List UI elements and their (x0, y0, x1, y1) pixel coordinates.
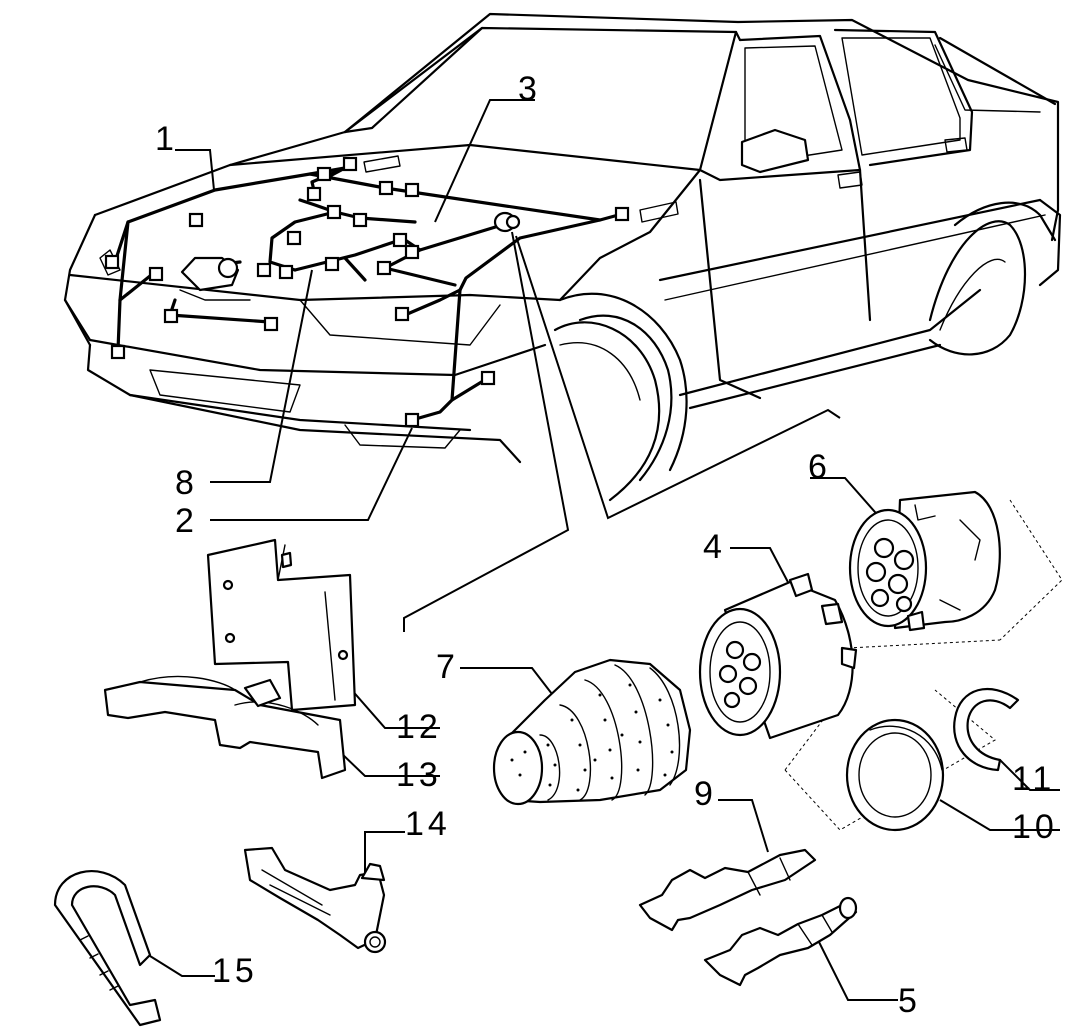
callout-labels: 1 2 3 4 5 6 7 8 9 10 11 12 13 14 15 (155, 70, 1058, 1020)
wiring-harness-icon (104, 156, 630, 428)
terminal-pin-icon (703, 896, 858, 987)
multi-pin-socket-icon (848, 490, 1001, 632)
callout-13: 13 (396, 756, 442, 794)
callout-11: 11 (1012, 760, 1055, 798)
callout-14: 14 (405, 805, 451, 843)
callout-1: 1 (155, 120, 178, 158)
cable-tie-icon (53, 870, 162, 1027)
callout-3: 3 (518, 70, 541, 108)
harness-holder-icon (243, 846, 387, 954)
callout-4: 4 (703, 528, 726, 566)
connector-housing-icon (698, 572, 858, 740)
callout-12: 12 (396, 708, 442, 746)
rubber-boot-icon (492, 658, 692, 806)
callout-15: 15 (212, 952, 258, 990)
leader-lines (149, 99, 1060, 1001)
callout-10: 10 (1012, 808, 1058, 846)
car-illustration (63, 12, 1062, 502)
cable-clamp-icon (103, 675, 347, 780)
callout-7: 7 (436, 648, 459, 686)
callout-8: 8 (175, 464, 198, 502)
seal-ring-icon (845, 718, 945, 832)
terminal-pin-icon (638, 848, 817, 932)
callout-2: 2 (175, 502, 198, 540)
callout-6: 6 (808, 448, 831, 486)
callout-5: 5 (898, 982, 921, 1020)
callout-9: 9 (694, 775, 717, 813)
bracket-icon (206, 538, 357, 712)
retaining-clip-icon (953, 687, 1020, 772)
